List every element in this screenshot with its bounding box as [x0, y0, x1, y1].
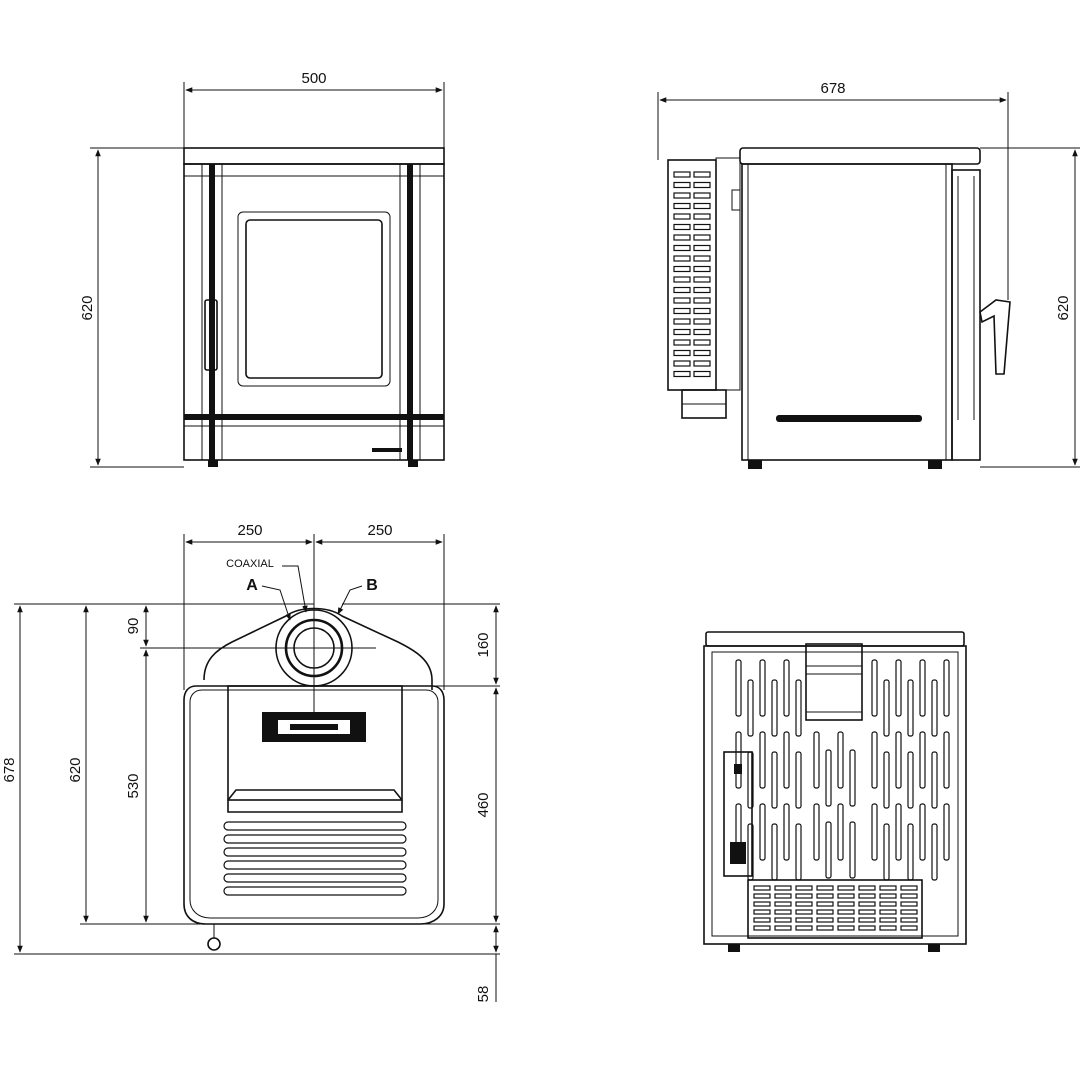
- door-handle: [204, 299, 218, 371]
- front-height-label: 620: [79, 295, 96, 320]
- side-door: [951, 169, 981, 461]
- side-slot: [776, 415, 922, 422]
- body-height-label: 460: [475, 792, 492, 817]
- inner-depth-label: 530: [125, 773, 142, 798]
- body-depth-label: 620: [67, 757, 84, 782]
- overall-depth-label: 678: [1, 757, 18, 782]
- rear-electrical-panel: [723, 751, 753, 877]
- right-offset-label: 250: [367, 522, 392, 539]
- top-foot: [207, 937, 221, 951]
- left-offset-label: 250: [237, 522, 262, 539]
- base-label: 58: [475, 986, 492, 1003]
- rear-foot-left: [728, 944, 740, 952]
- top-view: 250 250 COAXIAL A B: [1, 522, 500, 1002]
- side-foot-front: [928, 460, 942, 469]
- rear-bottom-grille: [747, 879, 923, 939]
- flue-offset-label: 90: [125, 618, 142, 635]
- front-body: [183, 163, 445, 461]
- rear-foot-right: [928, 944, 940, 952]
- connection-b-label: B: [366, 577, 378, 594]
- top-plate-lip: [227, 789, 403, 813]
- front-band: [184, 414, 444, 420]
- front-top-plate: [183, 147, 445, 165]
- side-view: 678 620: [657, 80, 1080, 469]
- top-grille: [223, 821, 407, 896]
- rear-ventilation-slots: [735, 659, 950, 881]
- rear-body: [703, 645, 967, 945]
- side-top-plate: [739, 147, 981, 165]
- front-view: 500 620: [79, 70, 445, 468]
- coaxial-label: COAXIAL: [226, 558, 274, 570]
- top-flue-cowl: [203, 607, 433, 690]
- front-foot-left: [208, 460, 218, 467]
- power-socket: [730, 842, 746, 864]
- rear-fan-box: [805, 643, 863, 721]
- side-handle: [979, 299, 1011, 375]
- top-plate-panel: [227, 685, 403, 801]
- door-glass: [245, 219, 383, 379]
- front-width-label: 500: [301, 70, 326, 87]
- side-foot-rear: [748, 460, 762, 469]
- side-depth-label: 678: [820, 80, 845, 97]
- side-height-label: 620: [1055, 295, 1072, 320]
- rear-view: [703, 631, 967, 952]
- rear-module-grille: [673, 171, 711, 378]
- connection-a-label: A: [246, 577, 258, 594]
- front-foot-right: [408, 460, 418, 467]
- flue-height-label: 160: [475, 632, 492, 657]
